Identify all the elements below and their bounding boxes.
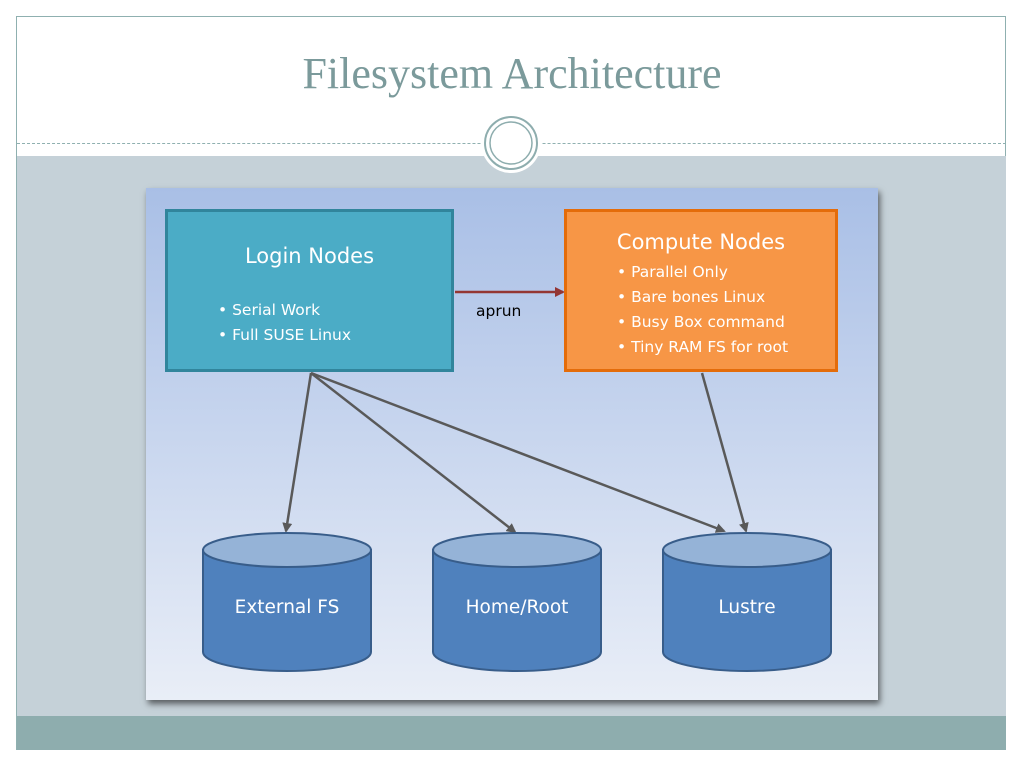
bullet-text: Full SUSE Linux	[232, 326, 352, 344]
bullet-text: Busy Box command	[631, 313, 785, 331]
home-root-cylinder: Home/Root	[431, 531, 603, 673]
bullet-text: Tiny RAM FS for root	[631, 338, 789, 356]
compute-nodes-title: Compute Nodes	[616, 230, 786, 254]
database-cylinder-icon	[662, 532, 832, 672]
login-to-external-arrow	[282, 372, 313, 533]
database-cylinder-icon	[432, 532, 602, 672]
slide-title: Filesystem Architecture	[302, 49, 722, 98]
bullet-text: Bare bones Linux	[631, 288, 766, 306]
login-to-lustre-arrow	[310, 371, 726, 533]
double-circle-ornament-icon	[481, 113, 541, 173]
home-root-label: Home/Root	[465, 597, 569, 618]
login-nodes-title: Login Nodes	[244, 244, 375, 268]
bullet-item: • Bare bones Linux	[617, 288, 766, 306]
login-to-home-arrow	[310, 372, 517, 534]
compute-nodes-bullets: • Parallel Only • Bare bones Linux • Bus…	[617, 260, 788, 360]
database-cylinder-icon	[202, 532, 372, 672]
login-nodes-box: Login Nodes • Serial Work • Full SUSE Li…	[165, 209, 454, 372]
bullet-text: Parallel Only	[631, 263, 728, 281]
slide-footer-band	[17, 716, 1006, 750]
bullet-text: Serial Work	[232, 301, 321, 319]
bullet-item: • Serial Work	[218, 301, 321, 319]
bullet-item: • Busy Box command	[617, 313, 785, 331]
compute-nodes-box: Compute Nodes • Parallel Only • Bare bon…	[564, 209, 838, 372]
aprun-label: aprun	[476, 302, 522, 320]
compute-to-lustre-arrow	[700, 372, 749, 533]
login-nodes-bullets: • Serial Work • Full SUSE Linux	[218, 298, 351, 348]
bullet-item: • Tiny RAM FS for root	[617, 338, 789, 356]
external-fs-label: External FS	[234, 597, 340, 618]
bullet-item: • Full SUSE Linux	[218, 326, 352, 344]
lustre-label: Lustre	[718, 597, 776, 618]
lustre-cylinder: Lustre	[661, 531, 833, 673]
bullet-item: • Parallel Only	[617, 263, 728, 281]
external-fs-cylinder: External FS	[201, 531, 373, 673]
